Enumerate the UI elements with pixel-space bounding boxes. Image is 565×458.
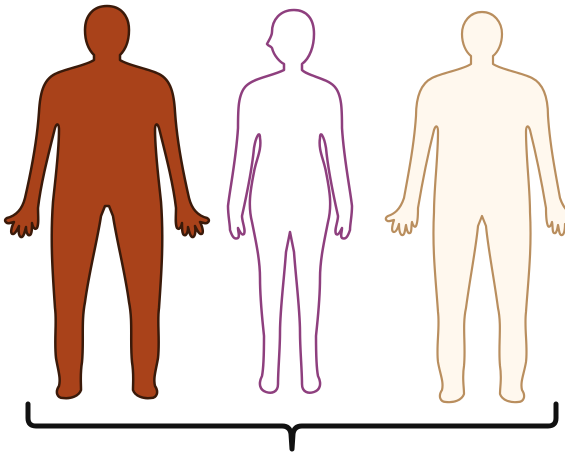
human-body-outline-icon xyxy=(386,12,565,402)
figure-neutral-light xyxy=(386,12,565,402)
figure-female-outline xyxy=(228,10,352,393)
human-body-outline-icon xyxy=(228,10,352,393)
human-body-silhouette-icon xyxy=(5,6,209,398)
curly-brace-icon xyxy=(28,404,556,449)
figure-male-filled xyxy=(5,6,209,398)
